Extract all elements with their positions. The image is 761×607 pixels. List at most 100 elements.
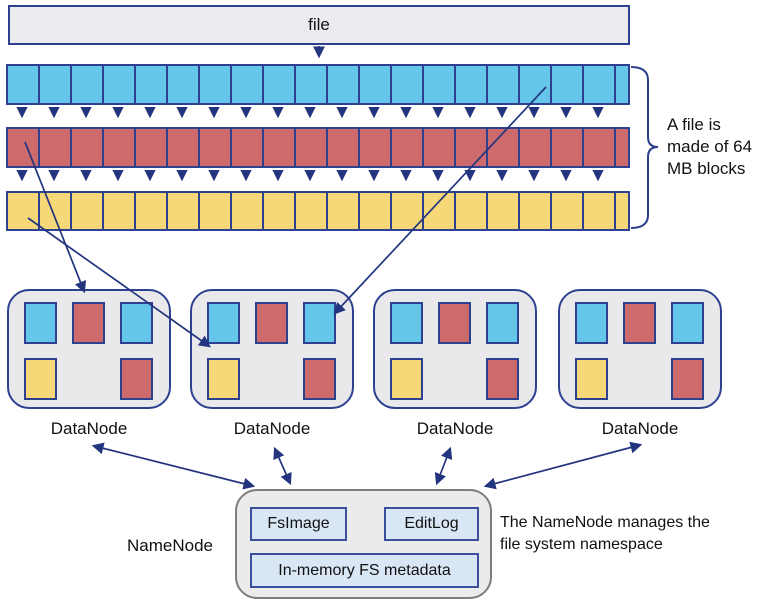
file-block <box>230 66 262 103</box>
file-block <box>582 193 614 229</box>
datanode-label: DataNode <box>601 419 679 438</box>
blue-stored-block <box>120 302 153 344</box>
file-block <box>454 66 486 103</box>
editlog-box: EditLog <box>384 507 479 541</box>
file-block <box>550 193 582 229</box>
file-block <box>486 193 518 229</box>
file-block <box>166 193 198 229</box>
replica-row-1 <box>6 127 630 168</box>
file-block <box>390 129 422 166</box>
file-block <box>134 193 166 229</box>
blue-stored-block <box>486 302 519 344</box>
file-block <box>70 66 102 103</box>
file-block <box>518 129 550 166</box>
file-block <box>326 66 358 103</box>
blue-stored-block <box>390 302 423 344</box>
file-block <box>8 193 38 229</box>
file-block <box>262 66 294 103</box>
file-block <box>422 129 454 166</box>
file-block <box>134 129 166 166</box>
namenode-label: NameNode <box>127 536 213 555</box>
file-block <box>422 66 454 103</box>
editlog-label: EditLog <box>404 515 459 532</box>
file-block <box>454 193 486 229</box>
namenode-box: FsImage EditLog In-memory FS metadata <box>235 489 492 599</box>
file-block <box>38 129 70 166</box>
fsimage-label: FsImage <box>267 515 330 532</box>
red-stored-block <box>303 358 336 400</box>
file-block <box>550 129 582 166</box>
file-block <box>486 66 518 103</box>
file-block <box>454 129 486 166</box>
file-block <box>166 129 198 166</box>
namenode-note: The NameNode manages the file system nam… <box>500 512 750 556</box>
file-block <box>38 66 70 103</box>
blue-stored-block <box>207 302 240 344</box>
file-block <box>326 193 358 229</box>
file-block <box>358 66 390 103</box>
file-block <box>358 193 390 229</box>
file-block <box>582 66 614 103</box>
blue-stored-block <box>303 302 336 344</box>
file-block <box>230 129 262 166</box>
datanode4-namenode-arrow <box>483 441 643 490</box>
yellow-stored-block <box>575 358 608 400</box>
blue-stored-block <box>575 302 608 344</box>
file-block <box>518 66 550 103</box>
file-block <box>70 193 102 229</box>
file-block <box>70 129 102 166</box>
datanode1-namenode-arrow <box>91 442 256 490</box>
file-block <box>198 66 230 103</box>
datanode-label: DataNode <box>416 419 494 438</box>
file-block <box>294 66 326 103</box>
file-block <box>614 129 628 166</box>
datanode-box <box>190 289 354 409</box>
file-block <box>390 193 422 229</box>
red-stored-block <box>255 302 288 344</box>
red-stored-block <box>486 358 519 400</box>
file-block <box>8 66 38 103</box>
datanode-box <box>7 289 171 409</box>
file-block <box>358 129 390 166</box>
fsimage-box: FsImage <box>250 507 347 541</box>
blue-stored-block <box>671 302 704 344</box>
datanode-box <box>373 289 537 409</box>
file-block <box>550 66 582 103</box>
red-stored-block <box>623 302 656 344</box>
red-stored-block <box>72 302 105 344</box>
file-block <box>166 66 198 103</box>
namenode-note-line: file system namespace <box>500 536 663 553</box>
file-block <box>198 129 230 166</box>
file-block <box>390 66 422 103</box>
datanode2-namenode-arrow <box>273 446 292 486</box>
file-block <box>198 193 230 229</box>
blocks-annotation-line: A file is <box>667 115 721 134</box>
datanode-box <box>558 289 722 409</box>
file-block <box>518 193 550 229</box>
file-box: file <box>8 5 630 45</box>
datanode3-namenode-arrow <box>434 446 453 486</box>
yellow-stored-block <box>24 358 57 400</box>
file-block <box>486 129 518 166</box>
file-block <box>614 193 628 229</box>
blocks-annotation-line: MB blocks <box>667 159 746 178</box>
red-stored-block <box>120 358 153 400</box>
datanode-label: DataNode <box>233 419 311 438</box>
file-block <box>294 129 326 166</box>
file-block <box>38 193 70 229</box>
yellow-stored-block <box>207 358 240 400</box>
inmemory-fs-metadata-box: In-memory FS metadata <box>250 553 479 588</box>
blocks-annotation: A file is made of 64 MB blocks <box>667 114 752 180</box>
file-blocks-row <box>6 64 630 105</box>
file-block <box>102 129 134 166</box>
file-block <box>262 193 294 229</box>
blue-stored-block <box>24 302 57 344</box>
datanode-label: DataNode <box>50 419 128 438</box>
file-block <box>8 129 38 166</box>
file-block <box>326 129 358 166</box>
file-block <box>422 193 454 229</box>
file-block <box>294 193 326 229</box>
file-block <box>582 129 614 166</box>
file-block <box>262 129 294 166</box>
